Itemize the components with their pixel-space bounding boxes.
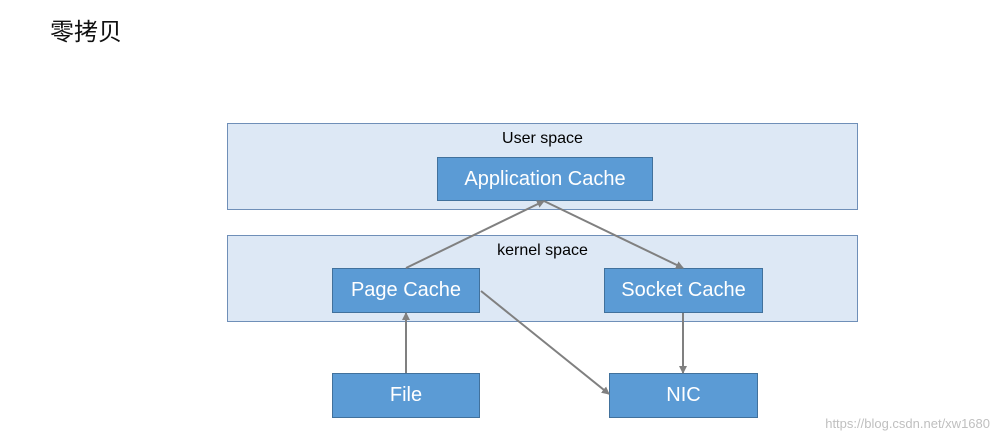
kernel-space-layer: kernel space [227, 235, 858, 322]
application-cache-node: Application Cache [437, 157, 653, 201]
file-node: File [332, 373, 480, 418]
page-cache-node: Page Cache [332, 268, 480, 313]
user-space-label: User space [502, 130, 583, 147]
socket-cache-node: Socket Cache [604, 268, 763, 313]
page-title: 零拷贝 [50, 18, 122, 46]
nic-node: NIC [609, 373, 758, 418]
kernel-space-label: kernel space [497, 242, 588, 259]
watermark: https://blog.csdn.net/xw1680 [825, 416, 990, 431]
